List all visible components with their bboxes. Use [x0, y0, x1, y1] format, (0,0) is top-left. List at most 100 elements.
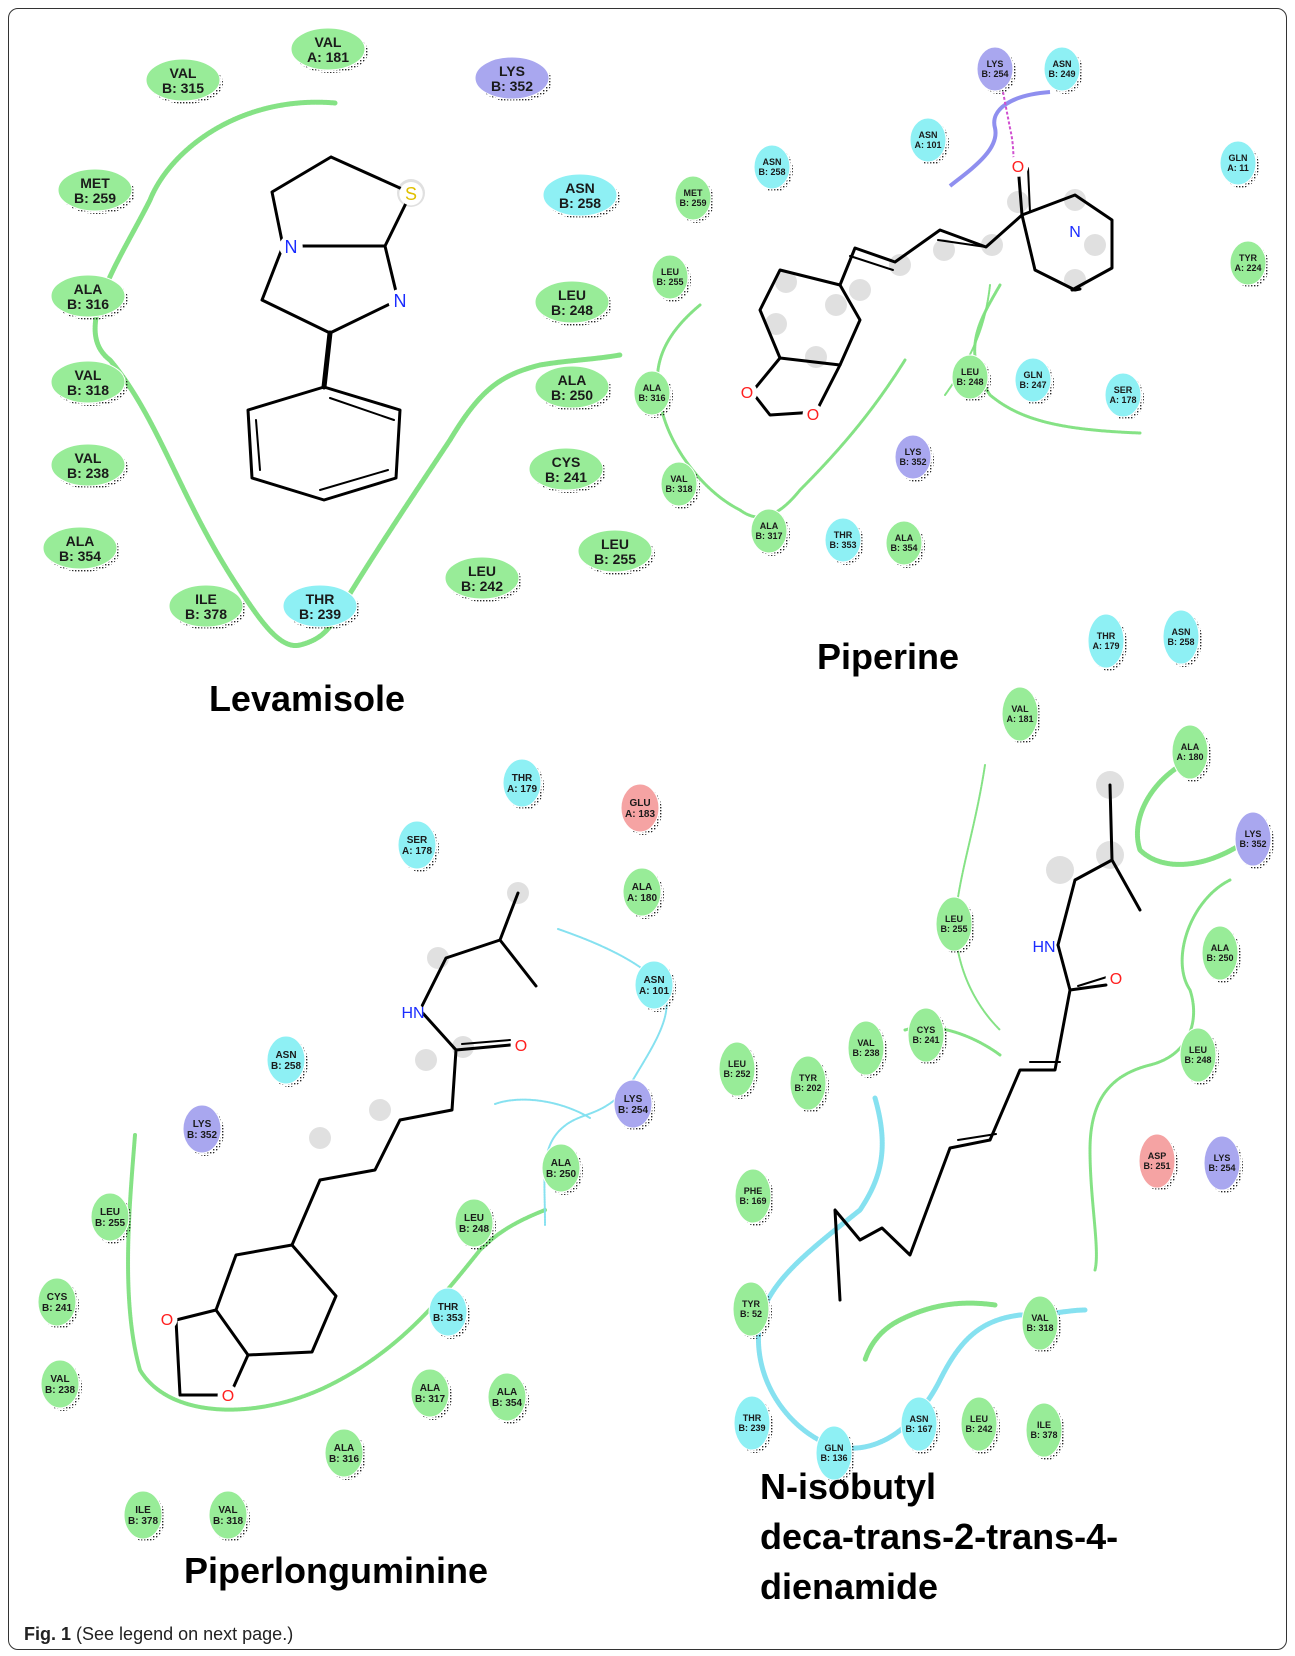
- atom-mask: [217, 1385, 239, 1406]
- residue-bubble: [935, 896, 973, 952]
- atom-mask: [1033, 936, 1055, 957]
- residue-name: LYS: [987, 59, 1004, 69]
- ligand-bond: [957, 975, 1111, 1141]
- residue-bubble: [885, 520, 923, 566]
- residue-name: ASN: [275, 1050, 296, 1061]
- residue-chain: B: 353: [829, 540, 856, 550]
- residue-chain: B: 254: [1208, 1163, 1235, 1173]
- residue-bubble: [907, 1007, 945, 1063]
- residue-bubble: [909, 117, 947, 163]
- residue-chain: B: 318: [213, 1516, 243, 1527]
- atom-halo: [1084, 234, 1106, 256]
- residue-name: LYS: [1214, 1153, 1231, 1163]
- residue-bubble: [815, 1425, 853, 1481]
- residue-name: ASN: [918, 130, 937, 140]
- residue-chain: B: 354: [890, 543, 917, 553]
- residue-name: VAL: [1031, 1313, 1049, 1323]
- residue-bubble: [324, 1428, 364, 1478]
- residue-name: TYR: [1239, 253, 1258, 263]
- residue-name: VAL: [50, 1374, 69, 1385]
- residue-chain: A: 180: [1176, 752, 1203, 762]
- residue-chain: B: 378: [128, 1516, 158, 1527]
- residue-bubble: [1203, 1135, 1241, 1191]
- residue-bubble: [50, 443, 126, 487]
- charged-contour: [948, 90, 1051, 188]
- ligand-bond: [270, 155, 413, 248]
- atom-mask: [279, 235, 303, 259]
- residue-name: TYR: [742, 1299, 761, 1309]
- residue-chain: A: 179: [507, 784, 537, 795]
- residue-chain: B: 258: [559, 195, 601, 211]
- residue-chain: B: 316: [329, 1454, 359, 1465]
- atom-mask: [1007, 156, 1029, 177]
- residue-chain: B: 250: [551, 387, 593, 403]
- atom-mask: [156, 1309, 178, 1330]
- residue-chain: B: 258: [758, 167, 785, 177]
- ligand-bond: [1016, 163, 1114, 292]
- residue-name: VAL: [170, 65, 197, 81]
- contour-line: [92, 99, 623, 648]
- residue-name: ALA: [1181, 742, 1200, 752]
- residue-chain: B: 248: [459, 1224, 489, 1235]
- contour-line: [1134, 757, 1243, 867]
- residue-name: ASN: [1171, 627, 1190, 637]
- residue-bubble: [502, 758, 542, 808]
- residue-bubble: [42, 526, 118, 570]
- residue-bubble: [50, 360, 126, 404]
- atom-label: HN: [401, 1005, 424, 1022]
- ligand-bond: [255, 397, 395, 491]
- residue-bubble: [208, 1490, 248, 1540]
- residue-bubble: [660, 461, 698, 507]
- atom-halo: [765, 313, 787, 335]
- residue-name: SER: [1114, 385, 1133, 395]
- atom-halo: [1046, 856, 1074, 884]
- residue-name: TYR: [799, 1073, 818, 1083]
- residue-bubble: [633, 370, 671, 416]
- atom-mask: [510, 1035, 532, 1056]
- contour-line: [862, 1300, 998, 1363]
- contour-line: [655, 303, 907, 519]
- residue-bubble: [894, 434, 932, 480]
- residue-chain: B: 169: [739, 1196, 766, 1206]
- atom-halo: [981, 234, 1003, 256]
- residue-chain: B: 167: [905, 1424, 932, 1434]
- residue-chain: B: 318: [67, 382, 109, 398]
- residue-chain: B: 318: [665, 484, 692, 494]
- residue-bubble: [37, 1277, 77, 1327]
- residue-bubble: [1234, 811, 1272, 867]
- residue-name: THR: [1097, 631, 1116, 641]
- residue-name: ALA: [643, 383, 662, 393]
- ligand-bond: [321, 330, 333, 390]
- residue-name: ASN: [762, 157, 781, 167]
- residue-name: LEU: [1189, 1045, 1207, 1055]
- atom-halo: [1096, 841, 1124, 869]
- residue-name: ALA: [558, 372, 587, 388]
- ligand-bond: [214, 1243, 338, 1357]
- ligand-bond: [750, 356, 842, 417]
- atom-mask: [736, 382, 758, 403]
- residue-name: CYS: [47, 1292, 68, 1303]
- residue-chain: B: 238: [45, 1385, 75, 1396]
